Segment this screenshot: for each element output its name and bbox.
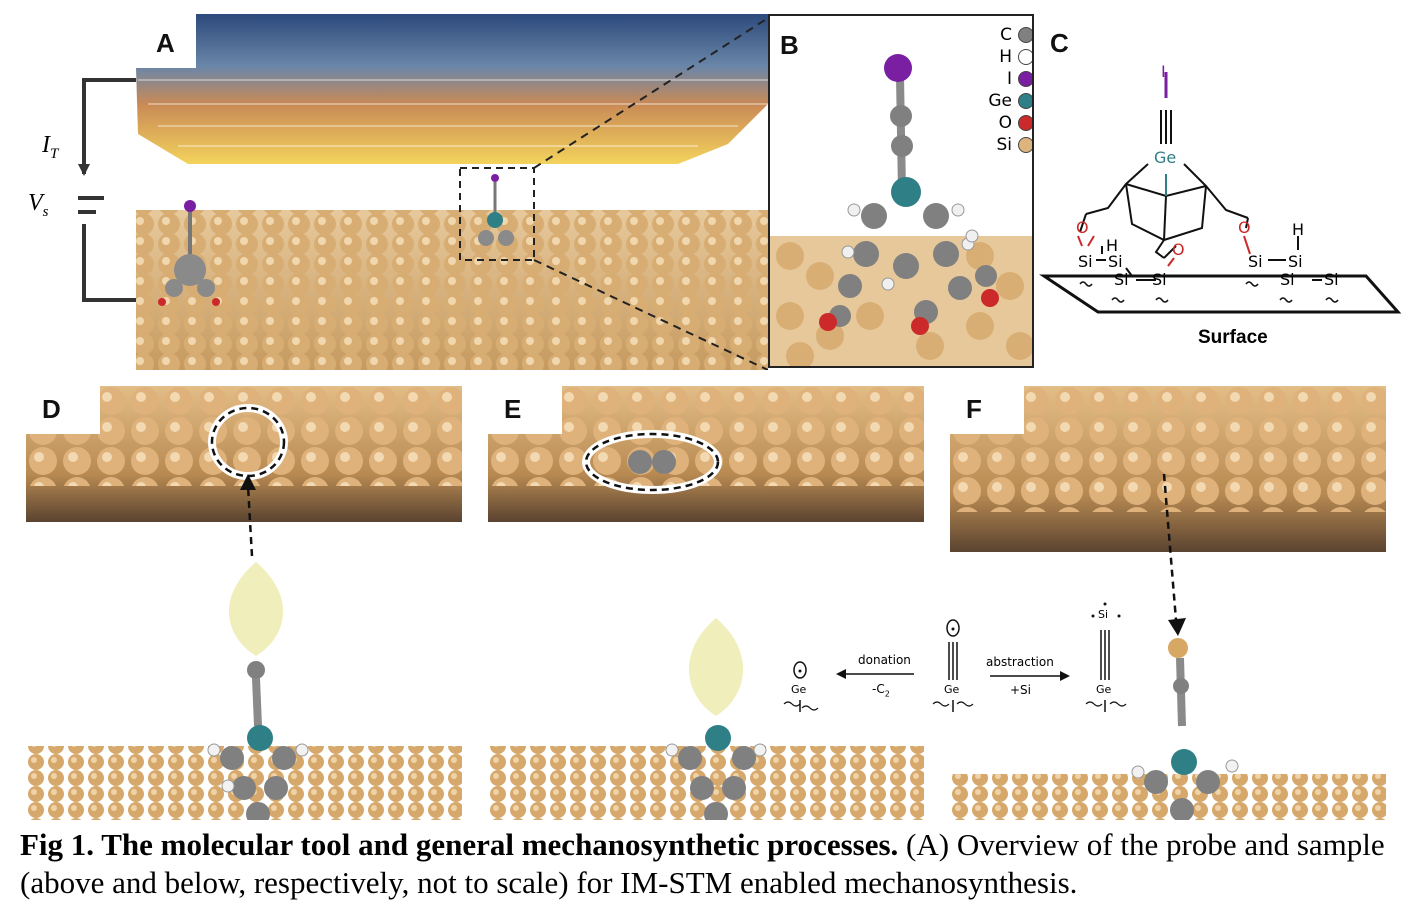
c-atom-si-3: Si bbox=[1114, 270, 1129, 289]
c-atom-si-6: Si bbox=[1288, 252, 1303, 271]
scheme-si-right: Si bbox=[1098, 608, 1109, 621]
c-atom-o-center: O bbox=[1172, 240, 1185, 259]
c-atom-i: I bbox=[1161, 62, 1166, 81]
legend-item-h: H bbox=[970, 46, 1032, 68]
c-atom-h-right: H bbox=[1292, 220, 1305, 239]
panel-e-label: E bbox=[488, 386, 562, 434]
scheme-ge-right: Ge bbox=[1096, 683, 1112, 696]
panel-f-illustration bbox=[950, 386, 1386, 822]
c-atom-h-left: H bbox=[1106, 236, 1119, 255]
c-atom-ge: Ge bbox=[1154, 148, 1177, 167]
voltage-label: Vs bbox=[28, 190, 49, 220]
c-atom-si-8: Si bbox=[1324, 270, 1339, 289]
figure-caption: Fig 1. The molecular tool and general me… bbox=[20, 826, 1410, 902]
panel-a: A IT Vs bbox=[28, 14, 769, 371]
molecule-left bbox=[158, 200, 220, 306]
scheme-minus-c2-label: -C2 bbox=[872, 682, 890, 699]
panel-c-label: C bbox=[1050, 26, 1069, 60]
legend-item-si: Si bbox=[970, 134, 1032, 156]
caption-text: Overview of the probe and sample (above … bbox=[20, 827, 1385, 900]
panel-e: E bbox=[488, 386, 924, 826]
panel-f: F bbox=[950, 386, 1386, 822]
scheme-plus-si-label: +Si bbox=[1010, 683, 1032, 697]
panel-d-label: D bbox=[26, 386, 100, 434]
reaction-scheme: Ge Ge Ge Si donation -C2 abstraction +Si bbox=[770, 600, 1150, 720]
c-atom-o-right: O bbox=[1238, 218, 1251, 237]
c-atom-si-4: Si bbox=[1152, 270, 1167, 289]
surface-label: Surface bbox=[1198, 327, 1268, 348]
scheme-ge-left: Ge bbox=[791, 683, 807, 696]
panel-a-label: A bbox=[148, 26, 183, 60]
panel-c: C I Ge O O O H H Si Si Si Si Si Si Si Si… bbox=[1036, 14, 1416, 368]
legend-item-o: O bbox=[970, 112, 1032, 134]
panel-b-molecule-render bbox=[770, 54, 1032, 366]
c-atom-si-5: Si bbox=[1248, 252, 1263, 271]
panel-d-illustration bbox=[26, 386, 462, 826]
c-atom-si-7: Si bbox=[1280, 270, 1295, 289]
caption-panel-ref: (A) bbox=[906, 827, 950, 862]
c-atom-si-2: Si bbox=[1108, 252, 1123, 271]
caption-bold: Fig 1. The molecular tool and general me… bbox=[20, 827, 899, 862]
panel-c-structure-diagram bbox=[1039, 72, 1402, 314]
legend-item-i: I bbox=[970, 68, 1032, 90]
legend-item-c: C bbox=[970, 24, 1032, 46]
panel-f-label: F bbox=[950, 386, 1024, 434]
current-label: IT bbox=[42, 132, 59, 162]
c-atom-si-1: Si bbox=[1078, 252, 1093, 271]
scheme-ge-center: Ge bbox=[944, 683, 960, 696]
molecule-center bbox=[459, 167, 535, 261]
panel-a-illustration bbox=[64, 14, 769, 371]
panel-b-label: B bbox=[780, 28, 799, 62]
legend-item-ge: Ge bbox=[970, 90, 1032, 112]
element-legend: C H I Ge O Si bbox=[970, 24, 1032, 156]
scheme-donation-label: donation bbox=[858, 653, 911, 667]
panel-b: B C H I Ge O Si bbox=[768, 14, 1034, 368]
c-atom-o-left: O bbox=[1076, 218, 1089, 237]
panel-d: D bbox=[26, 386, 462, 826]
scheme-abstraction-label: abstraction bbox=[986, 655, 1054, 669]
reaction-scheme-drawing bbox=[783, 602, 1127, 712]
